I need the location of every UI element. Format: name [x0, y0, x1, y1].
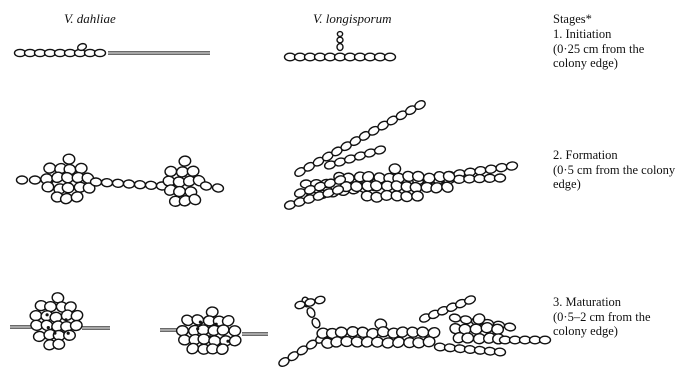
stage-3-desc-line1: (0·5–2 cm from the — [553, 310, 698, 325]
formation-v-dahliae — [17, 154, 225, 208]
stage-1-title: 1. Initiation — [553, 27, 698, 42]
stage-3-title: 3. Maturation — [553, 295, 698, 310]
initiation-v-longisporum — [285, 32, 396, 61]
stage-2-desc-line1: (0·5 cm from the colony — [553, 163, 698, 178]
maturation-v-longisporum — [277, 294, 550, 368]
stage-2-title: 2. Formation — [553, 148, 698, 163]
stage-1-initiation: 1. Initiation (0·25 cm from the colony e… — [553, 27, 698, 71]
stage-3-maturation: 3. Maturation (0·5–2 cm from the colony … — [553, 295, 698, 339]
stage-2-formation: 2. Formation (0·5 cm from the colony edg… — [553, 148, 698, 192]
formation-v-longisporum — [284, 99, 518, 210]
stage-1-desc-line1: (0·25 cm from the — [553, 42, 698, 57]
column-header-v-longisporum: V. longisporum — [313, 11, 392, 26]
stage-2-desc-line2: edge) — [553, 177, 698, 192]
initiation-v-dahliae — [15, 42, 211, 56]
column-header-v-dahliae: V. dahliae — [64, 11, 116, 26]
stages-heading: Stages* — [553, 12, 698, 27]
stage-3-desc-line2: colony edge) — [553, 324, 698, 339]
stage-1-desc-line2: colony edge) — [553, 56, 698, 71]
maturation-v-dahliae — [10, 292, 268, 356]
